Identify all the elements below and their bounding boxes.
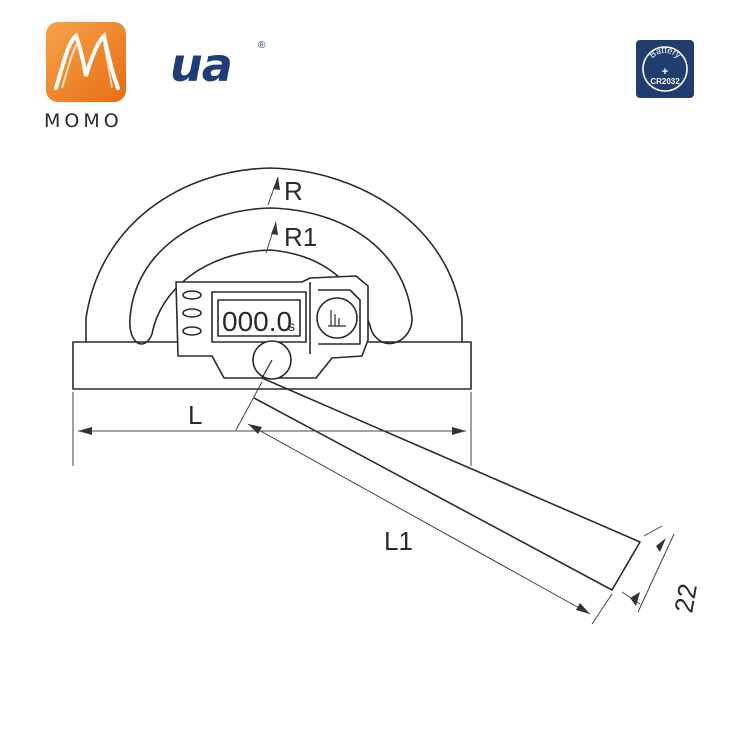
arrow-l-right	[452, 427, 466, 435]
label-outer-radius: R	[284, 176, 303, 206]
lcd-reading: 000.0	[222, 306, 292, 337]
extension-line-blade-tip	[591, 593, 613, 625]
button-middle	[182, 308, 202, 318]
arrow-width-top	[656, 538, 666, 552]
brand-wordmark: ua	[170, 38, 233, 92]
lcd-unit: s	[288, 318, 295, 334]
momo-logo-text: MOMO	[44, 110, 123, 132]
arrow-l-left	[78, 427, 92, 435]
display-housing	[175, 275, 369, 379]
label-base-length: L	[188, 400, 202, 430]
battery-badge: Battery + CR2032	[636, 40, 694, 98]
ground-icon	[328, 310, 346, 327]
registered-mark: ®	[258, 40, 266, 51]
label-inner-radius: R1	[284, 222, 317, 252]
battery-cover	[318, 289, 361, 345]
button-bottom	[182, 326, 202, 336]
blade-outline	[253, 377, 641, 591]
label-blade-length: L1	[384, 526, 413, 556]
blade-root-line	[261, 359, 273, 379]
momo-logo	[46, 22, 126, 102]
arrow-l1-end	[576, 603, 590, 614]
arrow-r1	[271, 222, 278, 235]
arrow-l1-start	[248, 424, 262, 434]
dimension-line-l1	[247, 423, 591, 615]
battery-plus-symbol: +	[662, 66, 668, 78]
arrow-r	[273, 177, 280, 190]
momo-logo-mark	[46, 22, 126, 102]
extension-lines-width	[621, 525, 663, 605]
inner-slot	[129, 207, 413, 345]
arrow-width-bottom	[630, 592, 640, 606]
outer-frame-arc	[85, 167, 463, 342]
battery-ring	[642, 46, 688, 92]
dimension-line-width	[637, 533, 675, 613]
battery-model-text: CR2032	[650, 77, 680, 86]
battery-badge-graphic: Battery + CR2032	[642, 45, 688, 92]
label-blade-width: 22	[668, 581, 703, 615]
battery-dial	[316, 297, 358, 339]
extension-line-blade-root	[235, 381, 263, 431]
button-top	[182, 290, 202, 300]
lcd-bezel	[211, 291, 307, 343]
lcd-screen	[217, 299, 301, 337]
